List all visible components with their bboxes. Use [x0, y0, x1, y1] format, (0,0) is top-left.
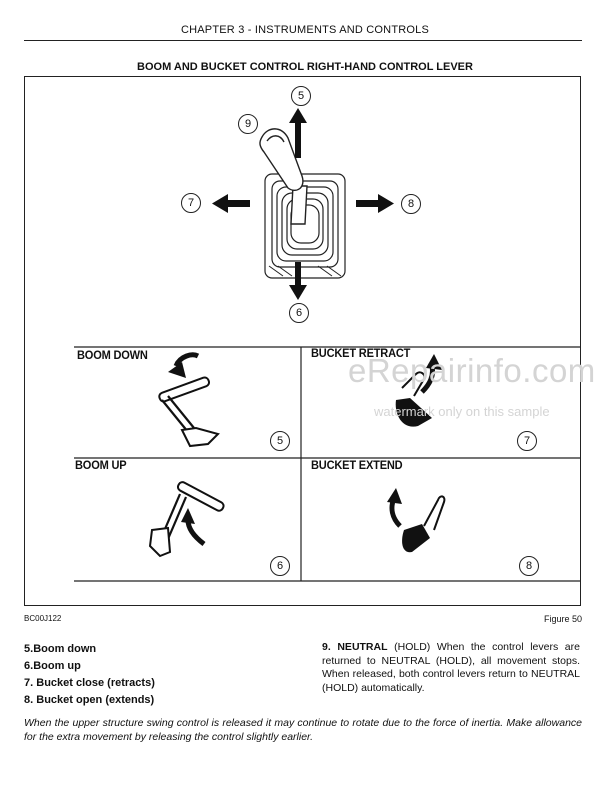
bucket-retract-illustration	[395, 354, 442, 427]
figure-code: BC00J122	[24, 614, 62, 623]
neutral-heading: 9. NEUTRAL	[322, 641, 388, 653]
quad-number-5: 5	[270, 431, 290, 451]
quad-label-bucket-extend: BUCKET EXTEND	[311, 458, 403, 472]
boom-down-illustration	[158, 352, 220, 448]
quad-number-7: 7	[517, 431, 537, 451]
quad-number-8: 8	[519, 556, 539, 576]
quad-number-6: 6	[270, 556, 290, 576]
inertia-note: When the upper structure swing control i…	[24, 717, 582, 743]
quadrant-grid	[74, 346, 581, 582]
callout-5: 5	[291, 86, 311, 106]
callout-8: 8	[401, 194, 421, 214]
callout-9: 9	[238, 114, 258, 134]
watermark-sub: watermark only on this sample	[374, 404, 550, 419]
watermark-brand: eRepairinfo.com	[348, 352, 596, 389]
figure-label: Figure 50	[543, 614, 582, 624]
quad-label-bucket-retract: BUCKET RETRACT	[311, 346, 411, 360]
quad-label-boom-up: BOOM UP	[75, 458, 127, 472]
chapter-header: CHAPTER 3 - INSTRUMENTS AND CONTROLS	[180, 24, 429, 36]
callout-7: 7	[181, 193, 201, 213]
bucket-extend-illustration	[387, 488, 446, 553]
legend-item: 6.Boom up	[24, 660, 81, 672]
legend-item: 7. Bucket close (retracts)	[24, 677, 155, 689]
legend-item: 5.Boom down	[24, 643, 97, 655]
neutral-text: (HOLD) When the control levers are retur…	[322, 641, 580, 694]
quad-label-boom-down: BOOM DOWN	[77, 348, 148, 362]
legend-item: 8. Bucket open (extends)	[24, 694, 155, 706]
boom-up-illustration	[148, 481, 225, 558]
lever-illustration	[74, 108, 581, 582]
header-rule	[24, 40, 582, 41]
figure-frame	[24, 76, 581, 606]
lever-handle	[259, 128, 308, 225]
section-title: BOOM AND BUCKET CONTROL RIGHT-HAND CONTR…	[137, 61, 473, 73]
callout-6: 6	[289, 303, 309, 323]
neutral-paragraph: 9. NEUTRAL (HOLD) When the control lever…	[322, 641, 580, 695]
lever-arrows	[212, 108, 394, 300]
